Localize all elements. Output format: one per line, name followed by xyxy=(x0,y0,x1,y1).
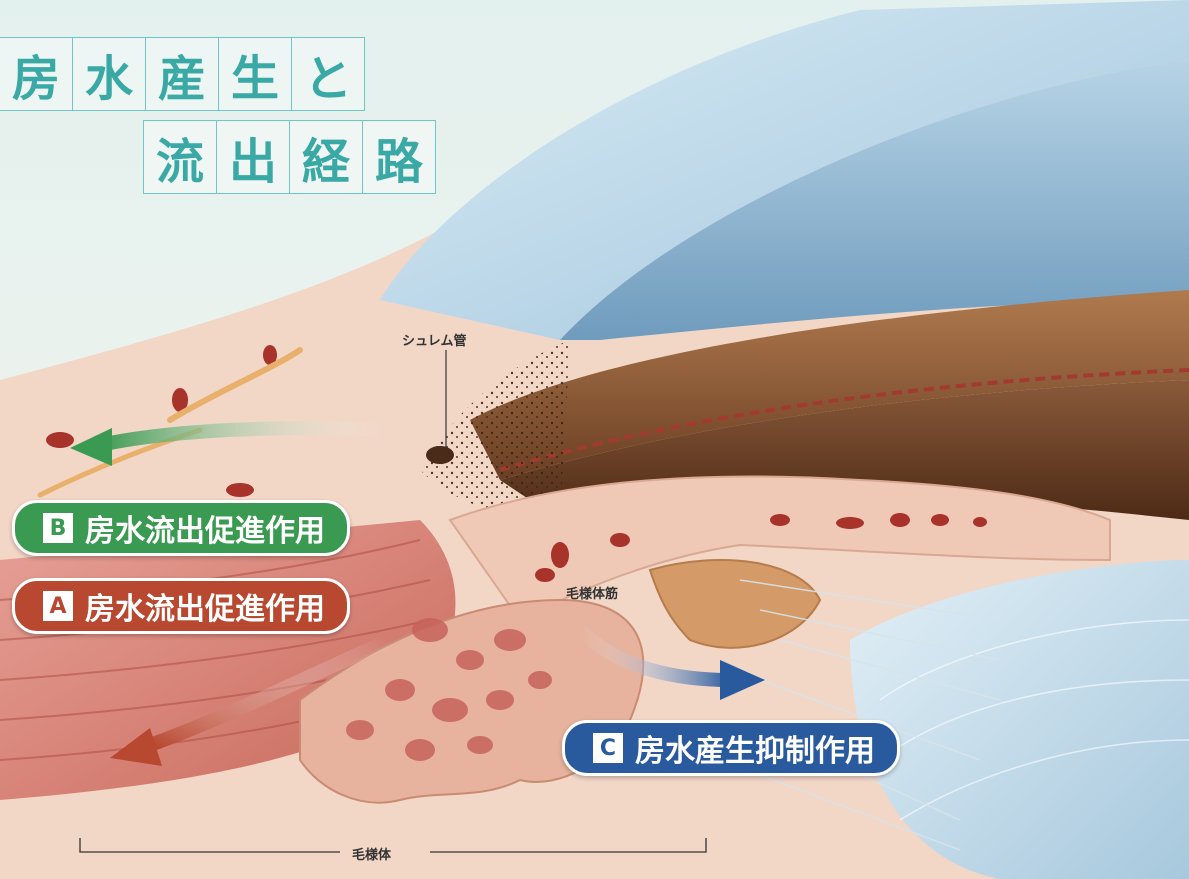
badge-c: C xyxy=(593,733,623,763)
production-suppression-c-label: C 房水産生抑制作用 xyxy=(562,720,900,776)
title-char: 経 xyxy=(289,120,363,194)
title-char: 出 xyxy=(216,120,290,194)
pill-b-text: 房水流出促進作用 xyxy=(85,506,325,550)
ciliary-muscle-label: 毛様体筋 xyxy=(566,583,618,602)
title-row-1: 房 水 産 生 と xyxy=(0,38,436,111)
outflow-promotion-a-label: A 房水流出促進作用 xyxy=(12,578,350,634)
title-char: 生 xyxy=(218,37,292,111)
title-char: 産 xyxy=(145,37,219,111)
ciliary-body-label: 毛様体 xyxy=(352,844,391,863)
title-char: 水 xyxy=(72,37,146,111)
title-char: 路 xyxy=(362,120,436,194)
title-char: と xyxy=(291,37,365,111)
pill-a-text: 房水流出促進作用 xyxy=(85,584,325,628)
title-grid: 房 水 産 生 と 流 出 経 路 xyxy=(0,38,436,194)
badge-a: A xyxy=(43,591,73,621)
outflow-promotion-b-label: B 房水流出促進作用 xyxy=(12,500,350,556)
schlemm-canal-label: シュレム管 xyxy=(402,330,466,349)
title-char: 流 xyxy=(143,120,217,194)
title-char: 房 xyxy=(0,37,73,111)
badge-b: B xyxy=(43,513,73,543)
pill-c-text: 房水産生抑制作用 xyxy=(635,726,875,770)
title-row-2: 流 出 経 路 xyxy=(144,121,436,194)
